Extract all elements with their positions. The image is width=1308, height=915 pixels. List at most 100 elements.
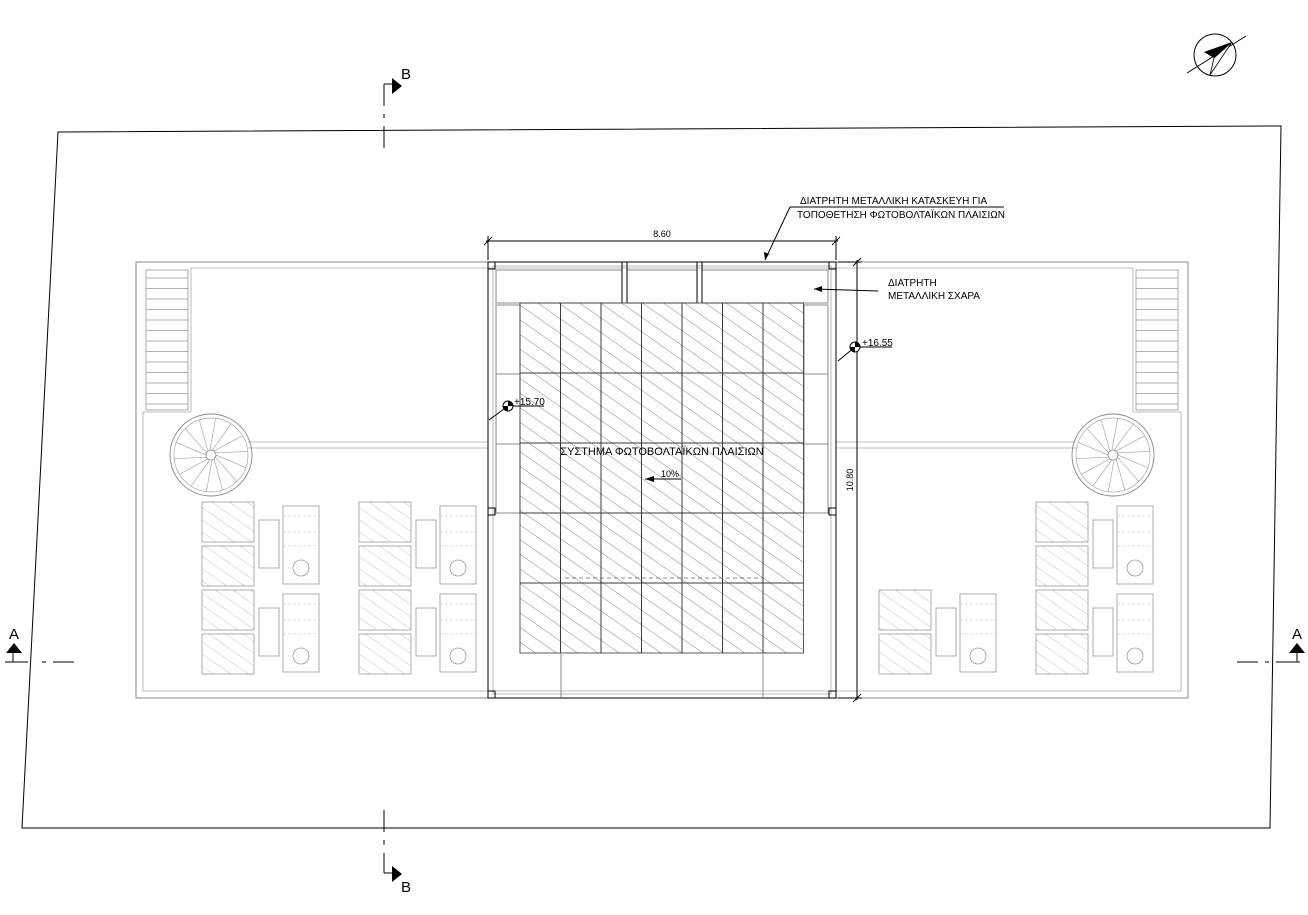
pv-panel [762,582,804,654]
boiler [258,607,280,657]
pv-panel [519,372,561,444]
pv-panel [560,372,602,444]
pv-panel [762,302,804,374]
pv-panel [722,302,764,374]
collector-panel [201,545,255,587]
pv-panel-grid [519,302,804,654]
spiral-stair-right [1071,413,1155,497]
section-a-right [1237,643,1305,663]
collector-panel [878,589,932,631]
pv-panel [722,442,764,514]
dimension-width-label: 8.60 [653,229,671,239]
section-b-bottom-label: B [401,879,411,896]
tank [439,505,477,585]
pv-panel [519,302,561,374]
section-b-top [383,78,402,148]
pv-panel [762,372,804,444]
north-arrow-icon [1186,33,1247,77]
pv-panel [641,582,683,654]
pv-panel [600,302,642,374]
boiler [258,519,280,569]
tank [1116,505,1154,585]
collector-panel [358,545,412,587]
pv-panel [560,582,602,654]
pv-panel [681,302,723,374]
pv-panel [722,372,764,444]
level-left-label: +15.70 [514,397,545,408]
collector-panel [1035,633,1089,675]
collector-panel [1035,589,1089,631]
tank-outlet [292,559,310,577]
leader-frame [764,206,1004,261]
pv-panel [600,372,642,444]
pv-system-label: ΣΥΣΤΗΜΑ ΦΩΤΟΒΟΛΤΑΪΚΩΝ ΠΛΑΙΣΙΩΝ [560,446,763,458]
boiler [1092,607,1114,657]
pv-panel [722,582,764,654]
tank [959,593,997,673]
pv-panel [681,442,723,514]
tank [1116,593,1154,673]
boiler [935,607,957,657]
section-a-right-label: A [1292,626,1302,643]
boiler [1092,519,1114,569]
level-marker-icon [837,341,892,362]
level-marker-icon [488,400,544,421]
dimension-width: 8.60 [483,229,841,260]
tank [282,593,320,673]
section-a-left-label: A [9,626,19,643]
collector-panel [358,501,412,543]
tank-outlet [292,647,310,665]
tank-outlet [1126,559,1144,577]
slope-arrow [645,476,681,482]
pv-panel [560,302,602,374]
tank-outlet [969,647,987,665]
pv-panel [681,582,723,654]
pv-panel [681,372,723,444]
level-top-label: +16.55 [862,338,893,349]
dimension-height: 10.80 [838,257,862,703]
collector-panel [201,633,255,675]
pv-panel [681,512,723,584]
frame-label: ΔΙΑΤΡΗΤΗ ΜΕΤΑΛΛΙΚΗ ΚΑΤΑΣΚΕΥΗ ΓΙΑ [800,196,987,207]
pv-panel [600,512,642,584]
boiler [415,519,437,569]
pv-panel [600,442,642,514]
stair-left [145,269,189,411]
tank [282,505,320,585]
pv-panel [722,512,764,584]
collector-panel [358,589,412,631]
spiral-stair-left [169,413,253,497]
pv-panel [560,512,602,584]
tank-outlet [449,559,467,577]
frame-label-2: ΤΟΠΟΘΕΤΗΣΗ ΦΩΤΟΒΟΛΤΑΪΚΩΝ ΠΛΑΙΣΙΩΝ [797,209,1005,221]
leader-grating [813,286,879,292]
rooftop-units [201,501,1154,675]
pv-panel [519,582,561,654]
tank [439,593,477,673]
dimension-height-label: 10.80 [845,469,855,492]
collector-panel [1035,501,1089,543]
pv-panel [519,442,561,514]
pv-panel [762,512,804,584]
collector-panel [201,589,255,631]
section-b-bottom [383,810,402,882]
collector-panel [1035,545,1089,587]
pv-panel [519,512,561,584]
grating-label: ΔΙΑΤΡΗΤΗ [888,278,937,289]
section-a-left [5,643,74,663]
grating-label-2: ΜΕΤΑΛΛΙΚΗ ΣΧΑΡΑ [888,291,980,302]
pv-panel [641,302,683,374]
section-b-top-label: B [401,66,411,83]
pv-panel [600,582,642,654]
plot-boundary [21,125,1282,829]
collector-panel [358,633,412,675]
metal-structure [487,261,837,699]
pv-panel [641,512,683,584]
pv-panel [762,442,804,514]
collector-panel [878,633,932,675]
stair-right [1135,269,1179,411]
collector-panel [201,501,255,543]
tank-outlet [449,647,467,665]
tank-outlet [1126,647,1144,665]
